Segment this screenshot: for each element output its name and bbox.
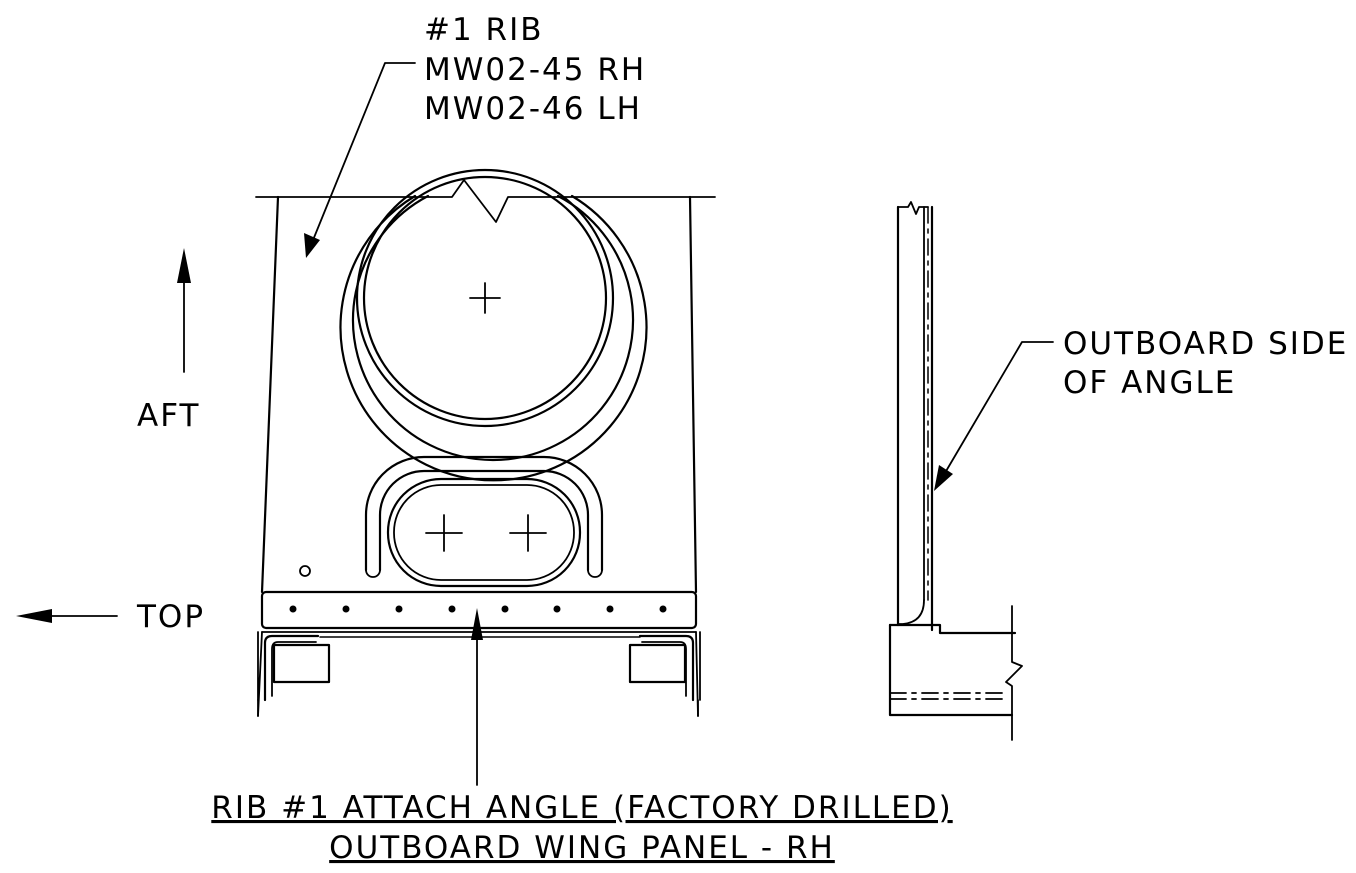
large-hole-inner-flange (351, 194, 635, 462)
outboard-leader-line (941, 341, 1054, 479)
aft-arrow-icon (177, 248, 191, 283)
rivet-hole (606, 605, 614, 613)
left-lower-flange-inner (271, 641, 317, 697)
side-view-fillet (897, 599, 925, 625)
side-view-top-break (897, 201, 929, 215)
rivet-hole (448, 605, 456, 613)
left-stringer-block (272, 643, 331, 684)
aft-label: AFT (137, 398, 200, 434)
large-lightening-hole (355, 168, 615, 428)
rivet-hole (553, 605, 561, 613)
top-break-line (255, 179, 716, 223)
large-hole-outer-flange (339, 194, 648, 482)
caption-subtitle: OUTBOARD WING PANEL - RH (329, 830, 835, 866)
large-hole-center-mark (469, 282, 501, 314)
right-stringer-block (628, 643, 687, 684)
side-view-right-break (1005, 605, 1023, 741)
left-lower-flange (263, 634, 320, 702)
right-lower-flange (638, 634, 695, 702)
oval-hole-inner-edge (393, 484, 575, 581)
rib-side-view (888, 201, 1023, 741)
oval-hole-outer-flange (364, 455, 604, 572)
rivet-hole (342, 605, 350, 613)
angle-leader-arrowhead (471, 608, 483, 640)
rivet-hole (501, 605, 509, 613)
rivet-holes (289, 605, 667, 613)
oval-flange-left-cap (365, 569, 381, 578)
right-lower-flange-inner (641, 641, 687, 697)
rib-label-line2: MW02-45 RH (424, 52, 646, 88)
top-arrow-icon (16, 609, 52, 623)
oval-hole-center-mark-right (509, 514, 547, 552)
rib-right-edge (688, 195, 698, 594)
side-view-base-outline (888, 623, 1014, 717)
rib-leader-arrowhead (304, 233, 320, 258)
tooling-hole (299, 565, 311, 577)
oval-hole-inner-flange (378, 469, 590, 572)
rivet-hole (395, 605, 403, 613)
rib-label-line1: #1 RIB (424, 12, 544, 48)
oval-lightening-hole (386, 477, 582, 588)
oval-hole-center-mark-left (425, 514, 463, 552)
oval-flange-right-cap (587, 569, 603, 578)
outboard-label-line2: OF ANGLE (1063, 365, 1236, 401)
outboard-label-line1: OUTBOARD SIDE (1063, 326, 1348, 362)
caption-title: RIB #1 ATTACH ANGLE (FACTORY DRILLED) (211, 790, 952, 826)
rib-leader-line (310, 62, 416, 246)
rib-front-view (255, 168, 716, 717)
side-view-angle-flange (888, 623, 1017, 635)
rivet-hole (659, 605, 667, 613)
large-hole-inner-edge (362, 175, 608, 421)
rivet-hole (289, 605, 297, 613)
outboard-leader-arrowhead (934, 465, 953, 491)
rib-left-edge (260, 195, 280, 594)
rib-label-line3: MW02-46 LH (424, 91, 642, 127)
top-label: TOP (136, 599, 205, 635)
